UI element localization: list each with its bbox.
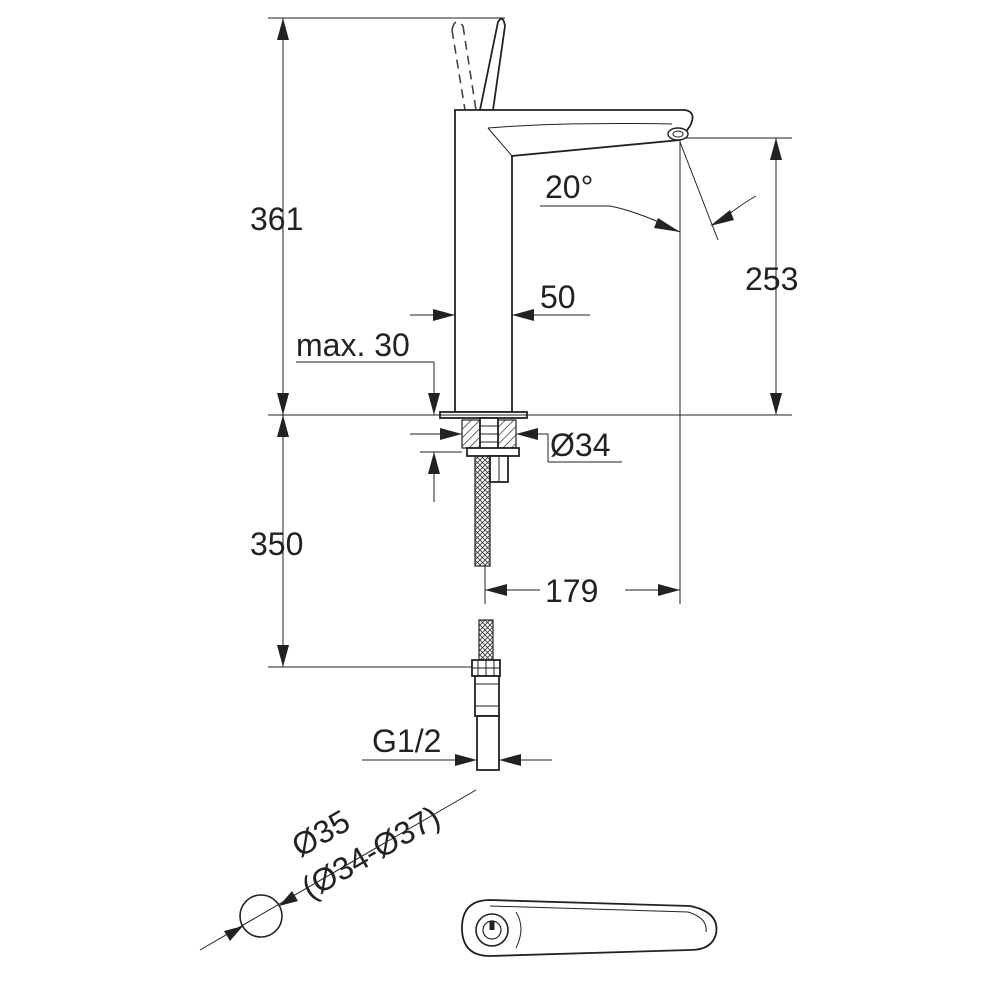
- top-view-outline: [461, 899, 718, 957]
- spout-contour: [487, 123, 673, 129]
- fixing-plate: [466, 447, 520, 457]
- hatched-washer-left: [461, 419, 481, 449]
- dimension-g12: G1/2: [362, 723, 552, 766]
- dim-179-label: 179: [545, 573, 598, 609]
- faucet-top-view: [461, 899, 718, 957]
- lever-handle: [478, 17, 506, 111]
- dim-50-label: 50: [540, 279, 576, 315]
- hatched-washer-right: [497, 419, 517, 449]
- dimension-361: 361: [250, 18, 303, 415]
- hole-cutout: Ø35 (Ø34-Ø37): [199, 789, 477, 951]
- extension-lines: [268, 17, 792, 668]
- dim-253-label: 253: [745, 261, 798, 297]
- dimension-d34: Ø34: [410, 427, 622, 463]
- dim-g12-label: G1/2: [372, 723, 441, 759]
- aerator: [667, 127, 689, 141]
- dim-d34-label: Ø34: [550, 427, 610, 463]
- dimension-179: 179: [485, 573, 680, 609]
- hole-circle: [239, 894, 283, 938]
- dim-361-label: 361: [250, 201, 303, 237]
- dim-350-label: 350: [250, 526, 303, 562]
- dimension-50: 50: [410, 279, 590, 321]
- dimension-angle-20: 20°: [540, 169, 757, 233]
- braided-hose-upper: [474, 455, 491, 567]
- g12-connector: [476, 715, 500, 771]
- hose-fitting: [474, 675, 500, 717]
- dim-angle-label: 20°: [545, 169, 593, 205]
- dim-max-30-label: max. 30: [296, 327, 410, 363]
- faucet-body: [439, 17, 694, 419]
- dimension-253: 253: [745, 138, 798, 415]
- dimension-max-30: max. 30: [296, 327, 462, 502]
- faucet-column-and-spout: [454, 109, 694, 413]
- threaded-rod: [479, 417, 499, 453]
- braided-hose-lower: [478, 619, 494, 661]
- dimension-350: 350: [250, 415, 303, 667]
- mounting-assembly: [461, 417, 520, 771]
- lever-alternate-position: [451, 21, 477, 111]
